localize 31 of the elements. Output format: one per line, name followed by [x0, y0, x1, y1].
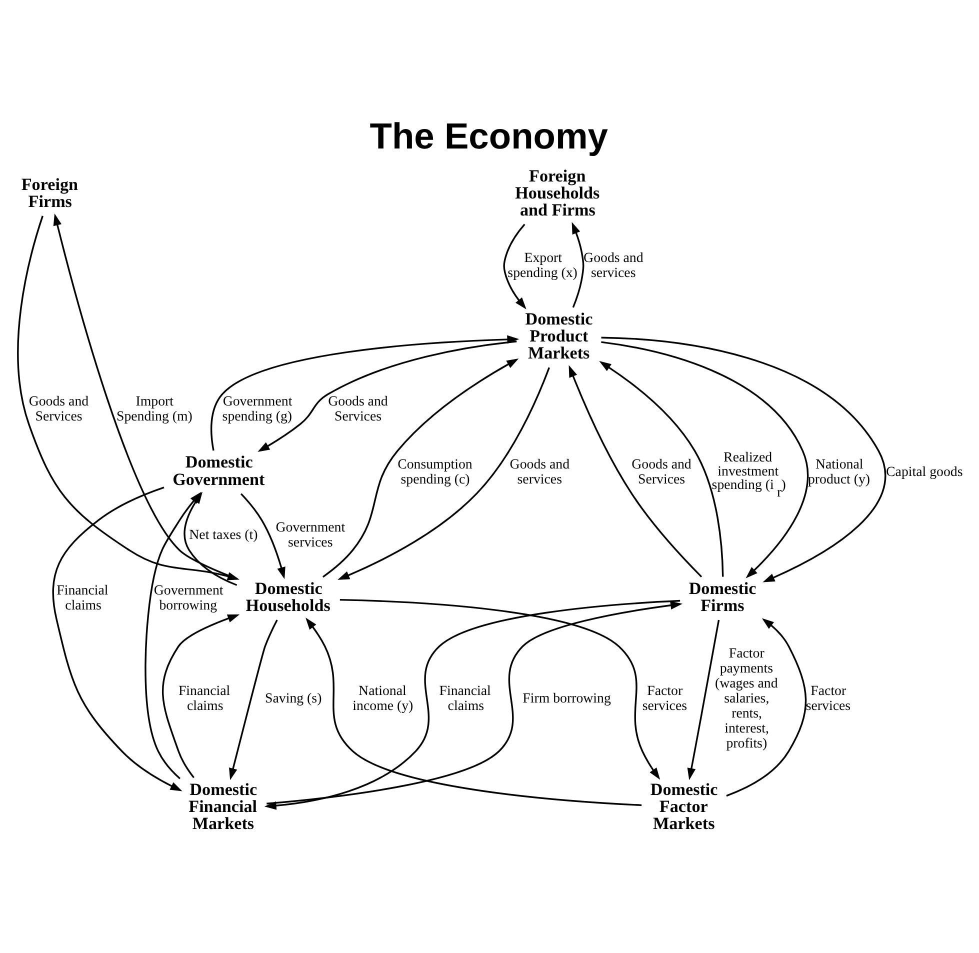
edge-label: Consumption spending (c) — [398, 456, 472, 487]
edge-label: Factor services — [806, 683, 851, 714]
node-text: Foreign Households and Firms — [515, 166, 600, 219]
edge-label: Saving (s) — [265, 690, 322, 706]
node-text: Domestic Firms — [688, 578, 756, 614]
edge-label: Financial claims — [178, 683, 230, 714]
edge-label: Government borrowing — [154, 582, 224, 613]
edge-label: Factor services — [642, 683, 688, 714]
edge-label: Government spending (g) — [222, 394, 292, 424]
edge-label: National income (y) — [352, 683, 414, 714]
edge-label: Import Spending (m) — [116, 394, 192, 424]
edge-label: Net taxes (t) — [189, 527, 258, 542]
edge-label: Factor payments (wages and salaries, rents, interest, profits) — [715, 646, 778, 751]
edge-label: Firm borrowing — [522, 690, 611, 706]
edge-label: Goods and services — [584, 250, 644, 281]
edge-label: Government services — [276, 520, 346, 550]
node-text: Domestic Factor Markets — [650, 779, 718, 832]
edge-label: Capital goods — [886, 464, 963, 480]
node-text: Domestic Financial Markets — [188, 779, 258, 832]
edge-label: Goods and Services — [28, 394, 89, 424]
diagram-title: The Economy — [370, 115, 608, 156]
node-text: Domestic Households — [246, 578, 330, 614]
edge-label: Financial claims — [439, 683, 491, 714]
edge-label: Financial claims — [56, 582, 108, 613]
edge-label: Goods and Services — [328, 394, 388, 424]
edge-label: Goods and services — [510, 456, 570, 487]
node-text: Domestic Government — [172, 452, 265, 488]
node-text: Foreign Firms — [21, 174, 78, 210]
edge-label: Export spending (x) — [508, 250, 578, 281]
edge-label: Goods and Services — [632, 456, 692, 487]
node-text: Domestic Product Markets — [525, 308, 593, 362]
